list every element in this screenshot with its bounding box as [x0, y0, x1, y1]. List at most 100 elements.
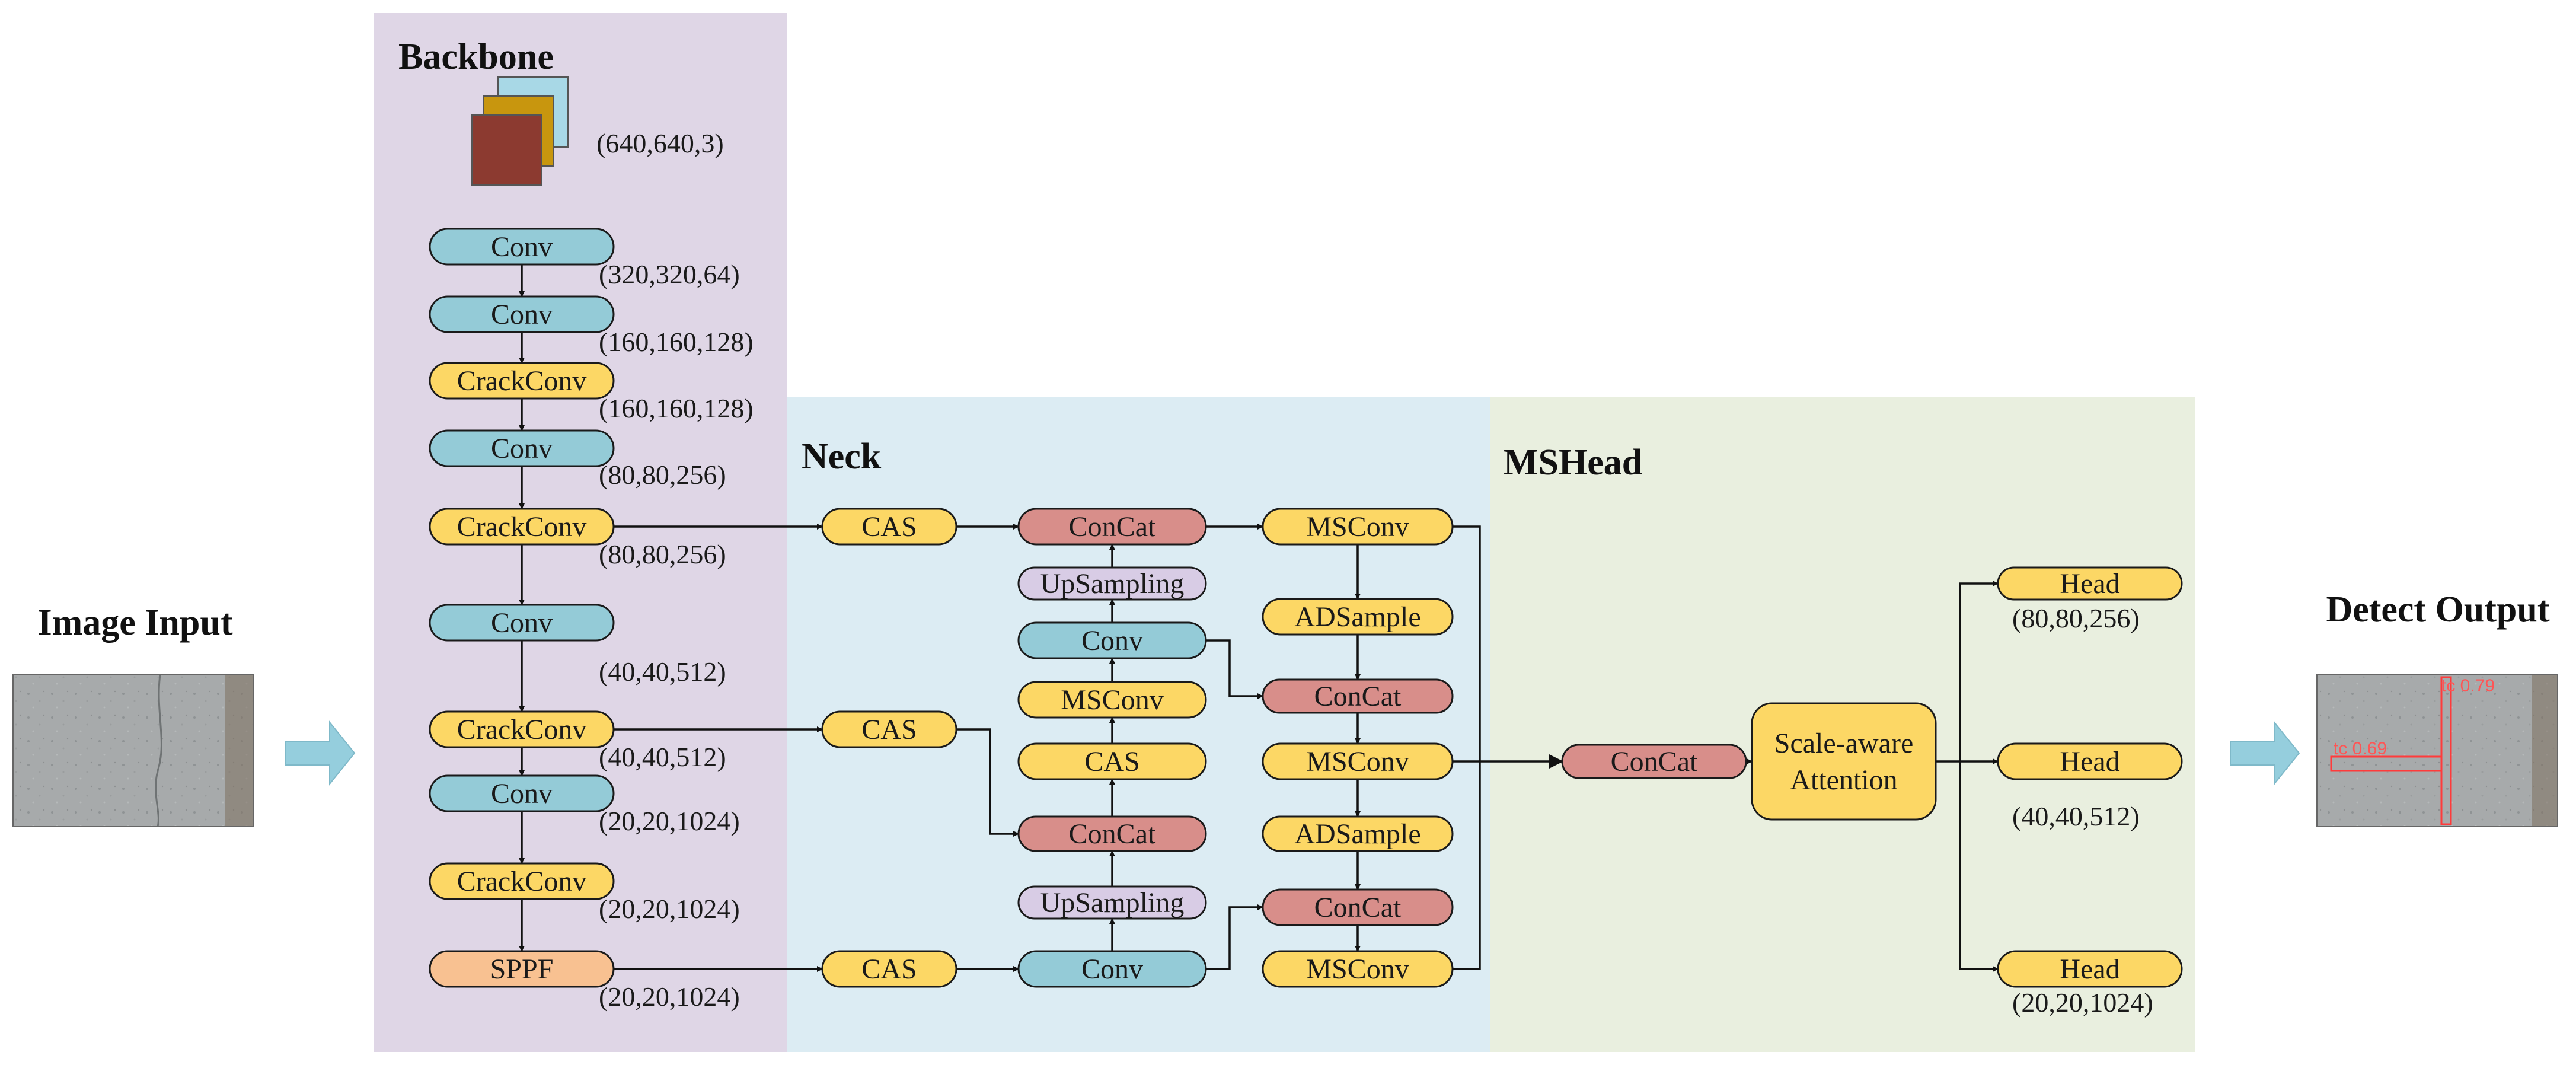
node-label: MSConv — [1306, 746, 1409, 777]
node-b3: CrackConv — [429, 362, 615, 400]
image-input-title: Image Input — [37, 602, 232, 643]
node-box — [1262, 815, 1454, 852]
input-image — [12, 674, 254, 827]
node-h_concat: ConCat — [1561, 744, 1747, 779]
node-box — [1017, 950, 1207, 988]
node-box — [1017, 566, 1207, 601]
node-box — [1751, 702, 1937, 821]
node-r_msconv2: MSConv — [1262, 742, 1454, 780]
node-box — [429, 295, 615, 333]
node-b6: Conv — [429, 604, 615, 642]
dims: (320,320,64)(160,160,128)(160,160,128)(8… — [599, 259, 2153, 1018]
node-n_concat2: ConCat — [1017, 815, 1207, 852]
node-label: Head — [2060, 746, 2119, 777]
output-image: tc 0.69 tc 0.79 — [2316, 674, 2558, 827]
node-box — [429, 862, 615, 900]
node-box — [1262, 888, 1454, 926]
input-tensor-label: (640,640,3) — [596, 128, 724, 158]
node-cas1: CAS — [821, 508, 957, 546]
tensor-shape-label: (20,20,1024) — [599, 806, 740, 836]
detect-output-title: Detect Output — [2326, 589, 2549, 630]
node-n_msconv1: MSConv — [1017, 681, 1207, 719]
nodes: ConvConvCrackConvConvCrackConvConvCrackC… — [429, 228, 2183, 988]
edge-arrow — [1959, 761, 1999, 972]
node-b4: Conv — [429, 429, 615, 467]
neck-title: Neck — [802, 436, 882, 477]
node-label: UpSampling — [1040, 887, 1185, 919]
tensor-shape-label: (160,160,128) — [599, 393, 754, 423]
node-label: CrackConv — [457, 714, 587, 745]
node-label: Conv — [491, 299, 553, 330]
node-box — [429, 362, 615, 400]
node-box — [1017, 508, 1207, 546]
detection-box — [2440, 676, 2452, 825]
node-r_msconv3: MSConv — [1262, 950, 1454, 988]
input-flow-arrow — [285, 720, 356, 786]
mshead-title: MSHead — [1504, 442, 1642, 483]
node-label: Conv — [491, 607, 553, 639]
backbone-title: Backbone — [398, 37, 554, 77]
node-label: ConCat — [1314, 681, 1402, 712]
node-n_up1: UpSampling — [1017, 566, 1207, 601]
node-box — [1997, 566, 2183, 601]
edge-arrow — [956, 728, 1019, 837]
node-b5: CrackConv — [429, 508, 615, 546]
edge-arrow — [1959, 581, 1999, 761]
node-box — [429, 604, 615, 642]
node-box — [1262, 598, 1454, 636]
node-box — [1997, 950, 2183, 988]
edge-arrow — [1206, 904, 1263, 970]
node-n_conv1: Conv — [1017, 621, 1207, 659]
node-r_concat2: ConCat — [1262, 888, 1454, 926]
tensor-shape-label: (20,20,1024) — [599, 894, 740, 924]
node-b1: Conv — [429, 228, 615, 266]
tensor-shape-label: (80,80,256) — [2012, 603, 2140, 633]
node-box — [821, 508, 957, 546]
node-box — [1561, 744, 1747, 779]
node-box — [429, 774, 615, 812]
node-label: MSConv — [1061, 684, 1163, 716]
tensor-shape-label: (320,320,64) — [599, 259, 740, 289]
node-b7: CrackConv — [429, 710, 615, 748]
node-b10: SPPF — [429, 950, 615, 988]
node-label: ConCat — [1069, 818, 1156, 850]
node-label: Conv — [491, 433, 553, 464]
tensor-shape-label: (40,40,512) — [2012, 801, 2140, 831]
node-label: ConCat — [1069, 511, 1156, 543]
node-h3: Head — [1997, 950, 2183, 988]
node-box — [1262, 678, 1454, 714]
node-b8: Conv — [429, 774, 615, 812]
edge-line — [1453, 761, 1481, 970]
edges — [519, 264, 1999, 972]
node-label: Conv — [1081, 954, 1143, 985]
node-label: ADSample — [1294, 818, 1421, 850]
node-label: Head — [2060, 954, 2119, 985]
node-cas2: CAS — [821, 710, 957, 748]
node-label: CAS — [861, 511, 917, 543]
node-box — [429, 950, 615, 988]
node-label: ConCat — [1611, 746, 1698, 777]
node-label: Head — [2060, 568, 2119, 600]
tensor-shape-label: (40,40,512) — [599, 742, 726, 772]
detection-label: tc 0.69 — [2334, 739, 2387, 758]
node-r_msconv1: MSConv — [1262, 508, 1454, 546]
node-box — [1017, 681, 1207, 719]
node-label: Conv — [1081, 625, 1143, 656]
node-box — [821, 710, 957, 748]
node-b9: CrackConv — [429, 862, 615, 900]
node-label: MSConv — [1306, 511, 1409, 543]
node-b2: Conv — [429, 295, 615, 333]
node-label: CrackConv — [457, 365, 587, 397]
node-box — [1997, 742, 2183, 780]
node-box — [429, 228, 615, 266]
node-label: CrackConv — [457, 866, 587, 897]
node-label: CrackConv — [457, 511, 587, 543]
edge-arrow — [1206, 639, 1263, 699]
node-label: Conv — [491, 778, 553, 809]
node-n_cas4: CAS — [1017, 742, 1207, 780]
node-label: UpSampling — [1040, 568, 1185, 600]
tensor-shape-label: (80,80,256) — [599, 539, 726, 569]
tensor-shape-label: (80,80,256) — [599, 460, 726, 490]
